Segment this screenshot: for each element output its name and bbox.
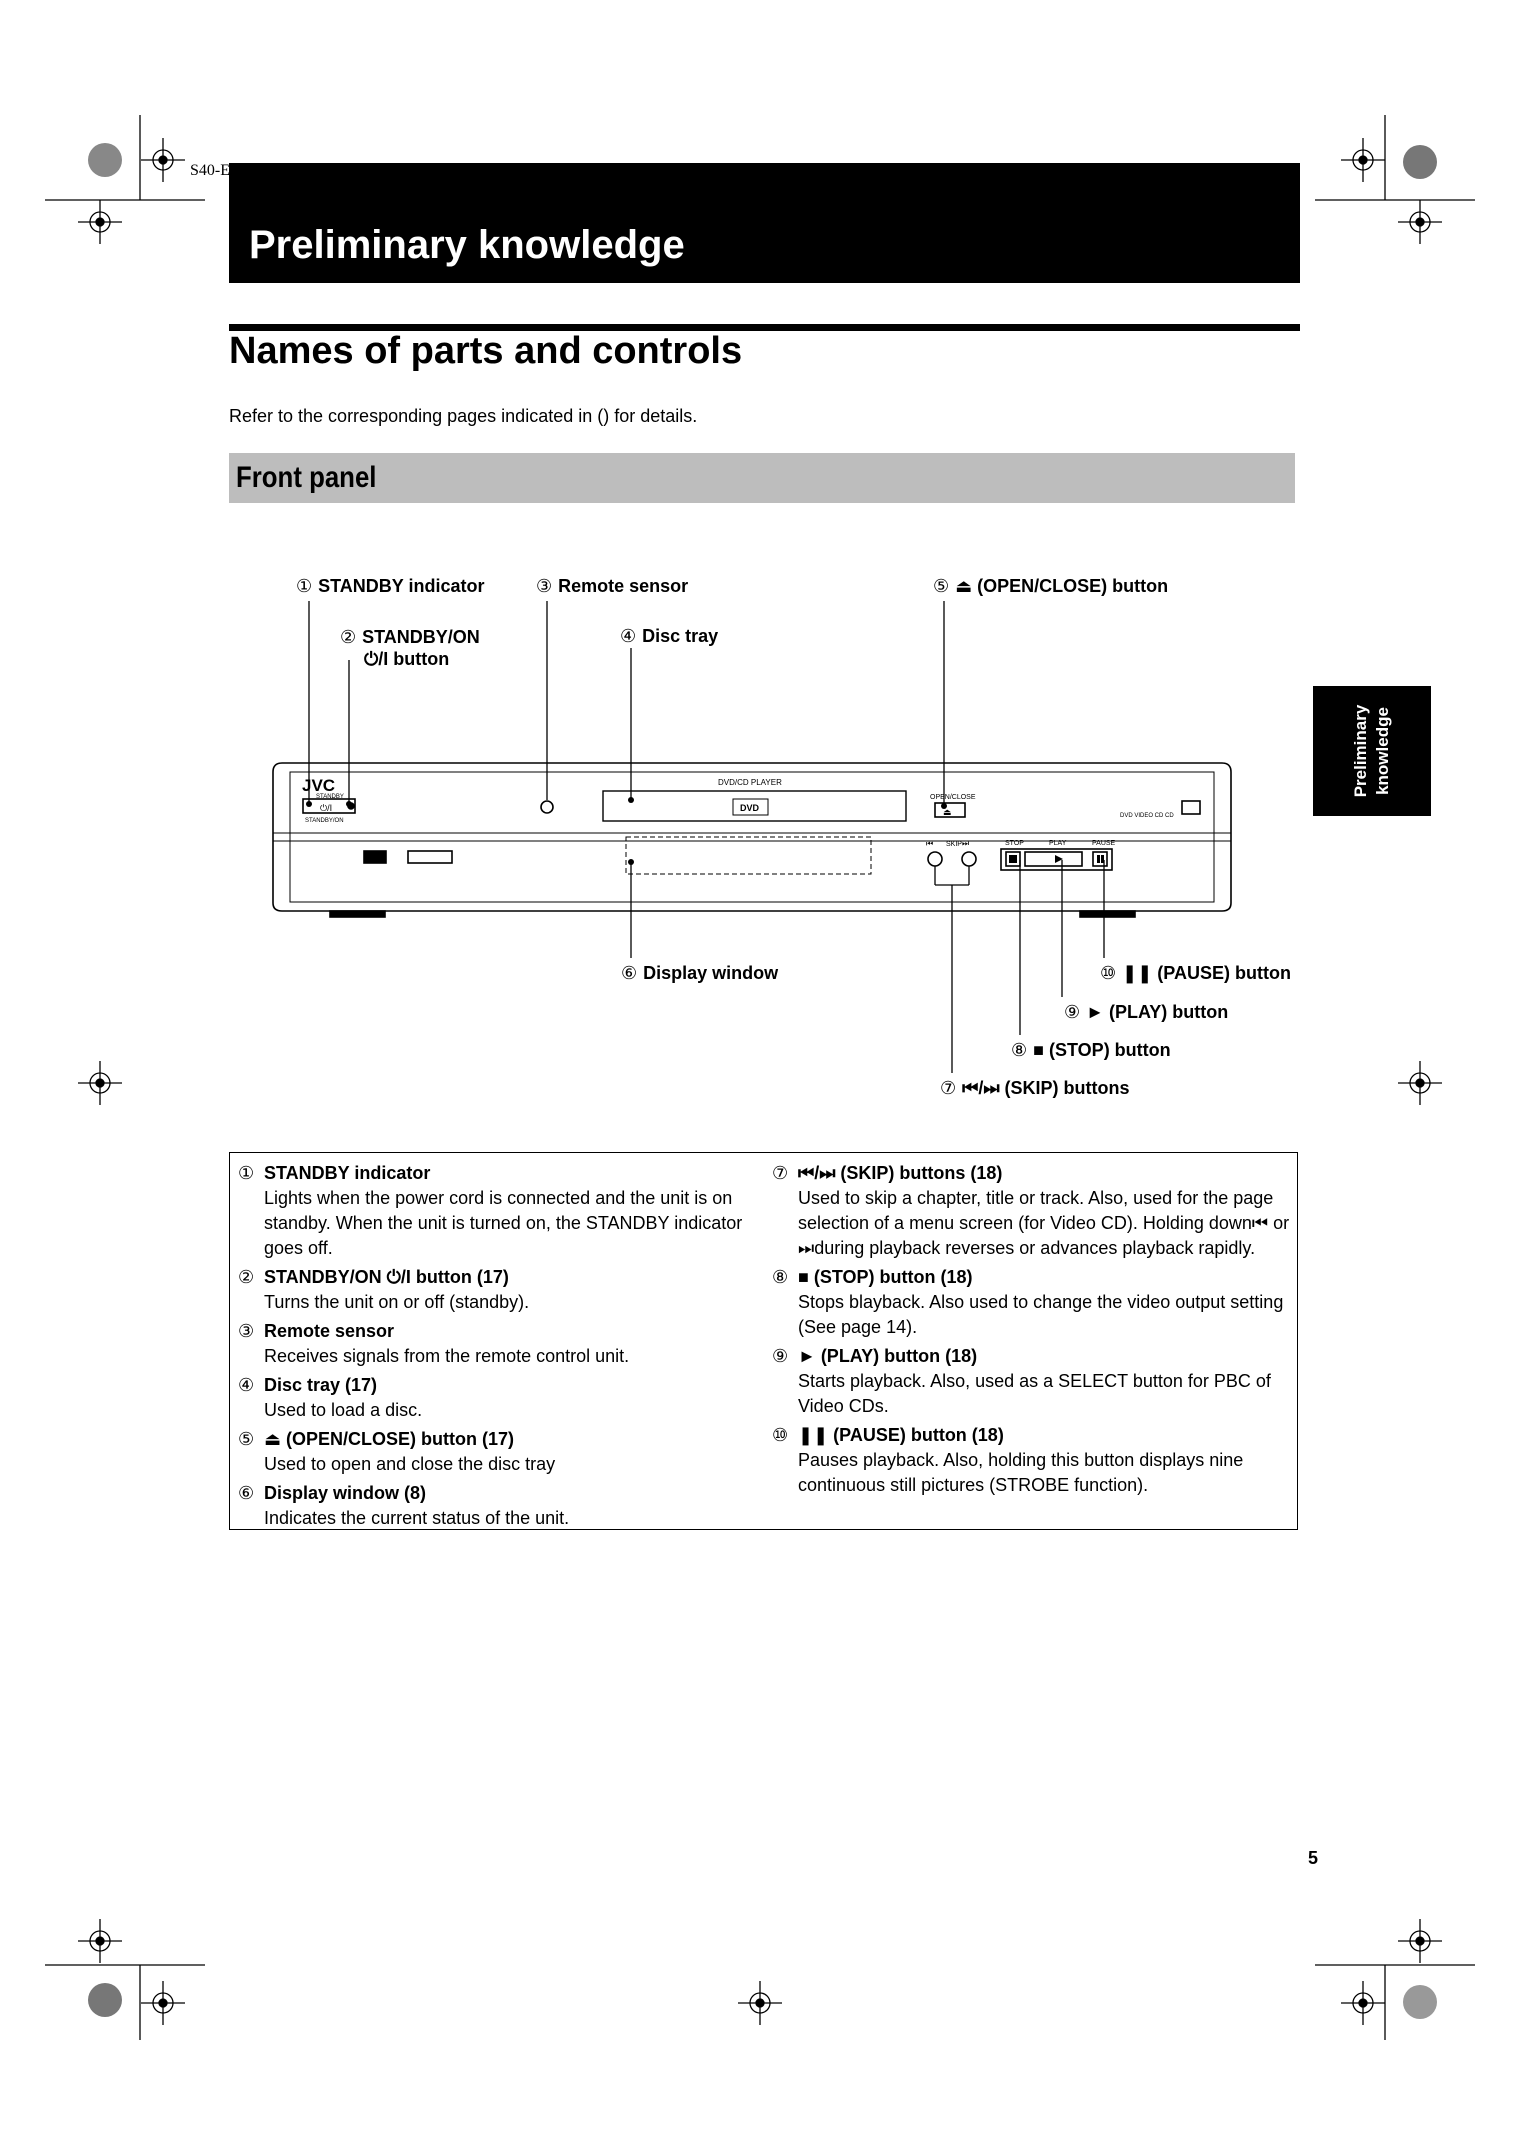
section-rule [229,324,1300,331]
subsection-bar: Front panel [229,453,1295,503]
description-item: ⑩❚❚ (PAUSE) button (18)Pauses playback. … [772,1425,1244,1495]
svg-text:PAUSE: PAUSE [1092,840,1116,847]
svg-text:STOP: STOP [1005,840,1024,847]
svg-text:DVD VIDEO CD CD: DVD VIDEO CD CD [1120,813,1174,819]
description-item: ⑦⏮/⏭ (SKIP) buttons (18)Used to skip a c… [772,1163,1290,1258]
svg-text:PLAY: PLAY [1049,840,1067,847]
svg-text:OPEN/CLOSE: OPEN/CLOSE [930,794,976,801]
svg-text:DVD/CD PLAYER: DVD/CD PLAYER [718,778,782,787]
callout-play-button: ⑨► (PLAY) button [1064,1002,1229,1022]
svg-text:DVD: DVD [740,803,760,813]
chapter-header-bar: Preliminary knowledge [229,163,1300,283]
callout-stop-button: ⑧■ (STOP) button [1011,1040,1171,1060]
svg-text:⏏: ⏏ [943,807,952,817]
page-number: 5 [1308,1848,1319,1868]
chapter-side-tab: Preliminary knowledge [1313,686,1431,816]
document-reference-code: S40-E [190,162,230,179]
callout-open-close-button: ⑤⏏ (OPEN/CLOSE) button [933,576,1169,596]
svg-text:⏭: ⏭ [962,839,969,848]
brand-logo: JVC [302,776,335,795]
svg-text:⏻/I: ⏻/I [320,803,332,813]
callout-pause-button: ⑩❚❚ (PAUSE) button [1100,963,1291,983]
svg-text:STANDBY: STANDBY [316,794,344,800]
subsection-title: Front panel [236,461,377,494]
svg-text:⏮: ⏮ [926,839,933,848]
description-item: ⑤⏏ (OPEN/CLOSE) button (17)Used to open … [238,1429,556,1474]
description-column-right: ⑦⏮/⏭ (SKIP) buttons (18)Used to skip a c… [772,1161,1294,1502]
callout-skip-buttons: ⑦⏮/⏭ (SKIP) buttons [940,1078,1130,1098]
chapter-title: Preliminary knowledge [249,223,685,267]
description-item: ⑧■ (STOP) button (18)Stops blayback. Als… [772,1267,1284,1337]
svg-text:SKIP: SKIP [946,841,962,848]
description-item: ⑨► (PLAY) button (18)Starts playback. Al… [772,1346,1271,1416]
section-intro: Refer to the corresponding pages indicat… [229,406,698,426]
section-title: Names of parts and controls [229,330,743,372]
svg-text:STANDBY/ON: STANDBY/ON [305,818,344,824]
